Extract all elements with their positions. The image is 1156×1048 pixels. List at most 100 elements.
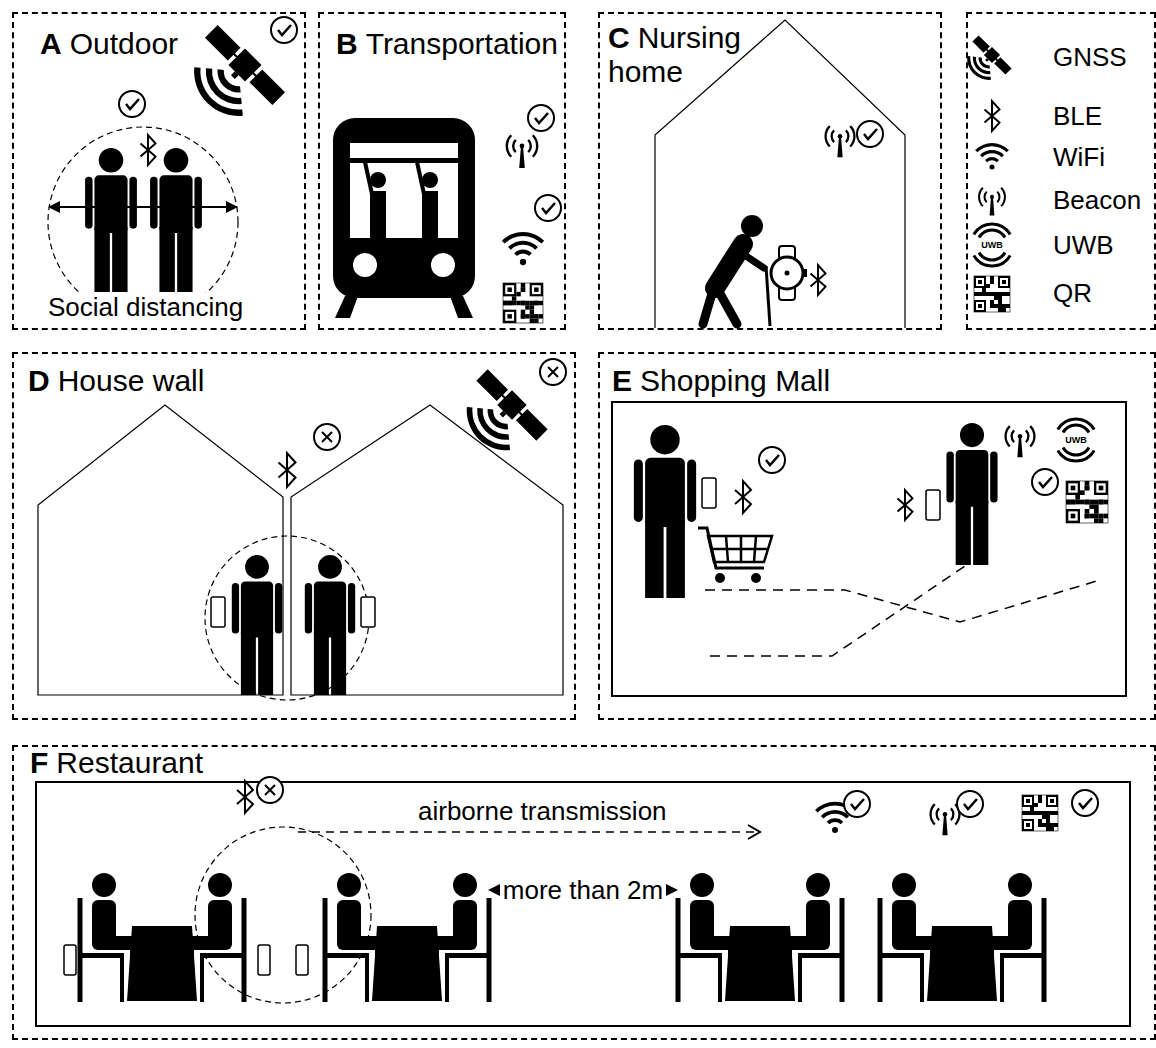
qr-cell — [994, 292, 998, 296]
qr-finder-eye — [507, 314, 511, 318]
person-figure — [946, 423, 997, 565]
arrow-head — [48, 201, 60, 213]
qr-cell — [539, 314, 543, 318]
check-tick — [766, 455, 779, 465]
qr-cell — [516, 292, 520, 296]
bluetooth-symbol — [141, 135, 156, 165]
label: UWB — [981, 240, 1003, 250]
qr-cell — [503, 301, 507, 305]
check-tick — [278, 25, 291, 35]
solar-panel — [205, 25, 241, 61]
cart-wheel — [751, 573, 761, 583]
qr-finder — [974, 276, 986, 288]
watch-crown — [803, 269, 807, 277]
qr-finder — [530, 283, 543, 296]
qr-cell — [990, 280, 994, 284]
qr-code — [503, 283, 543, 323]
qr-finder-eye — [1002, 280, 1006, 284]
phone — [258, 945, 270, 975]
check-mark — [1072, 790, 1098, 816]
check-tick — [864, 129, 877, 139]
panel-heading: DHouse wall — [28, 364, 204, 398]
qr-cell — [521, 314, 525, 318]
solar-panel — [476, 369, 508, 401]
qr-cell — [1002, 292, 1006, 296]
chair-back — [878, 898, 883, 1002]
dish-stem — [985, 58, 989, 62]
qr-finder-eye — [1099, 486, 1104, 491]
beacon-wave — [1000, 187, 1006, 207]
seated-person — [427, 873, 492, 1002]
legend-entry: GNSS — [1053, 42, 1127, 72]
qr-cell — [1050, 811, 1054, 815]
panel-letter: D — [28, 364, 50, 397]
qr-cell — [1038, 811, 1042, 815]
qr-cell — [521, 287, 525, 291]
person-figure — [634, 425, 696, 598]
satellite-waves — [457, 395, 522, 460]
qr-cell — [990, 304, 994, 308]
chair-back — [676, 898, 681, 1002]
label: UWB — [1065, 435, 1087, 445]
mall-floor — [612, 402, 1126, 696]
person-leg — [956, 501, 971, 565]
check-circle — [119, 91, 145, 117]
qr-finder-gap — [505, 285, 514, 294]
qr-cell — [1094, 504, 1099, 509]
qr-cell — [986, 292, 990, 296]
person-head — [245, 555, 269, 579]
qr-finder-gap — [1024, 797, 1032, 805]
qr-cell — [1002, 292, 1006, 296]
check-circle — [857, 121, 883, 147]
qr-cell — [1038, 799, 1042, 803]
qr-cell — [1066, 500, 1071, 505]
person-leg — [645, 520, 664, 598]
chair-seat — [445, 953, 489, 958]
legend-entry: Beacon — [1053, 185, 1141, 215]
beacon-wave — [527, 139, 532, 153]
panel-letter: C — [608, 21, 630, 54]
qr-cell — [986, 284, 990, 288]
legend-text: WiFi — [1053, 142, 1105, 172]
qr-finder-eye — [1050, 799, 1054, 803]
qr-cell — [1071, 500, 1076, 505]
solar-panel — [994, 57, 1011, 74]
person-head — [806, 873, 830, 897]
qr-cell — [521, 314, 525, 318]
person-shin — [728, 936, 740, 1000]
beacon-wave — [935, 808, 939, 821]
check-mark — [759, 447, 785, 473]
person-head — [892, 873, 916, 897]
distance-arrow — [58, 206, 228, 208]
person-arm — [348, 583, 355, 633]
legend-entry: UWB — [1053, 230, 1114, 260]
qr-cell — [1085, 514, 1090, 519]
phone — [211, 597, 225, 627]
wifi-dot — [989, 164, 994, 169]
bluetooth-symbol — [735, 481, 751, 513]
walking-cane — [766, 266, 770, 326]
uwb-wave — [973, 255, 1012, 268]
qr-finder — [1046, 795, 1058, 807]
train-rail — [450, 296, 473, 318]
qr-cell — [982, 288, 986, 292]
person-torso — [159, 175, 192, 233]
check-tick — [1079, 798, 1092, 808]
qr-finder-gap — [1068, 511, 1077, 520]
phone — [296, 945, 308, 975]
person-leg — [314, 632, 329, 695]
legend-text: UWB — [1053, 230, 1114, 260]
bluetooth-symbol — [279, 453, 296, 487]
chair-back — [78, 898, 83, 1002]
qr-cell — [539, 301, 543, 305]
qr-finder-eye — [507, 287, 511, 291]
qr-cell — [978, 292, 982, 296]
qr-finder — [1094, 481, 1108, 495]
person-leg — [94, 227, 109, 292]
seated-person — [78, 873, 143, 1002]
cross-x — [265, 785, 275, 795]
bluetooth-rune — [811, 265, 826, 295]
qr-cell — [1038, 795, 1042, 799]
legend-entry: QR — [1053, 278, 1092, 308]
qr-cell — [1094, 518, 1099, 523]
